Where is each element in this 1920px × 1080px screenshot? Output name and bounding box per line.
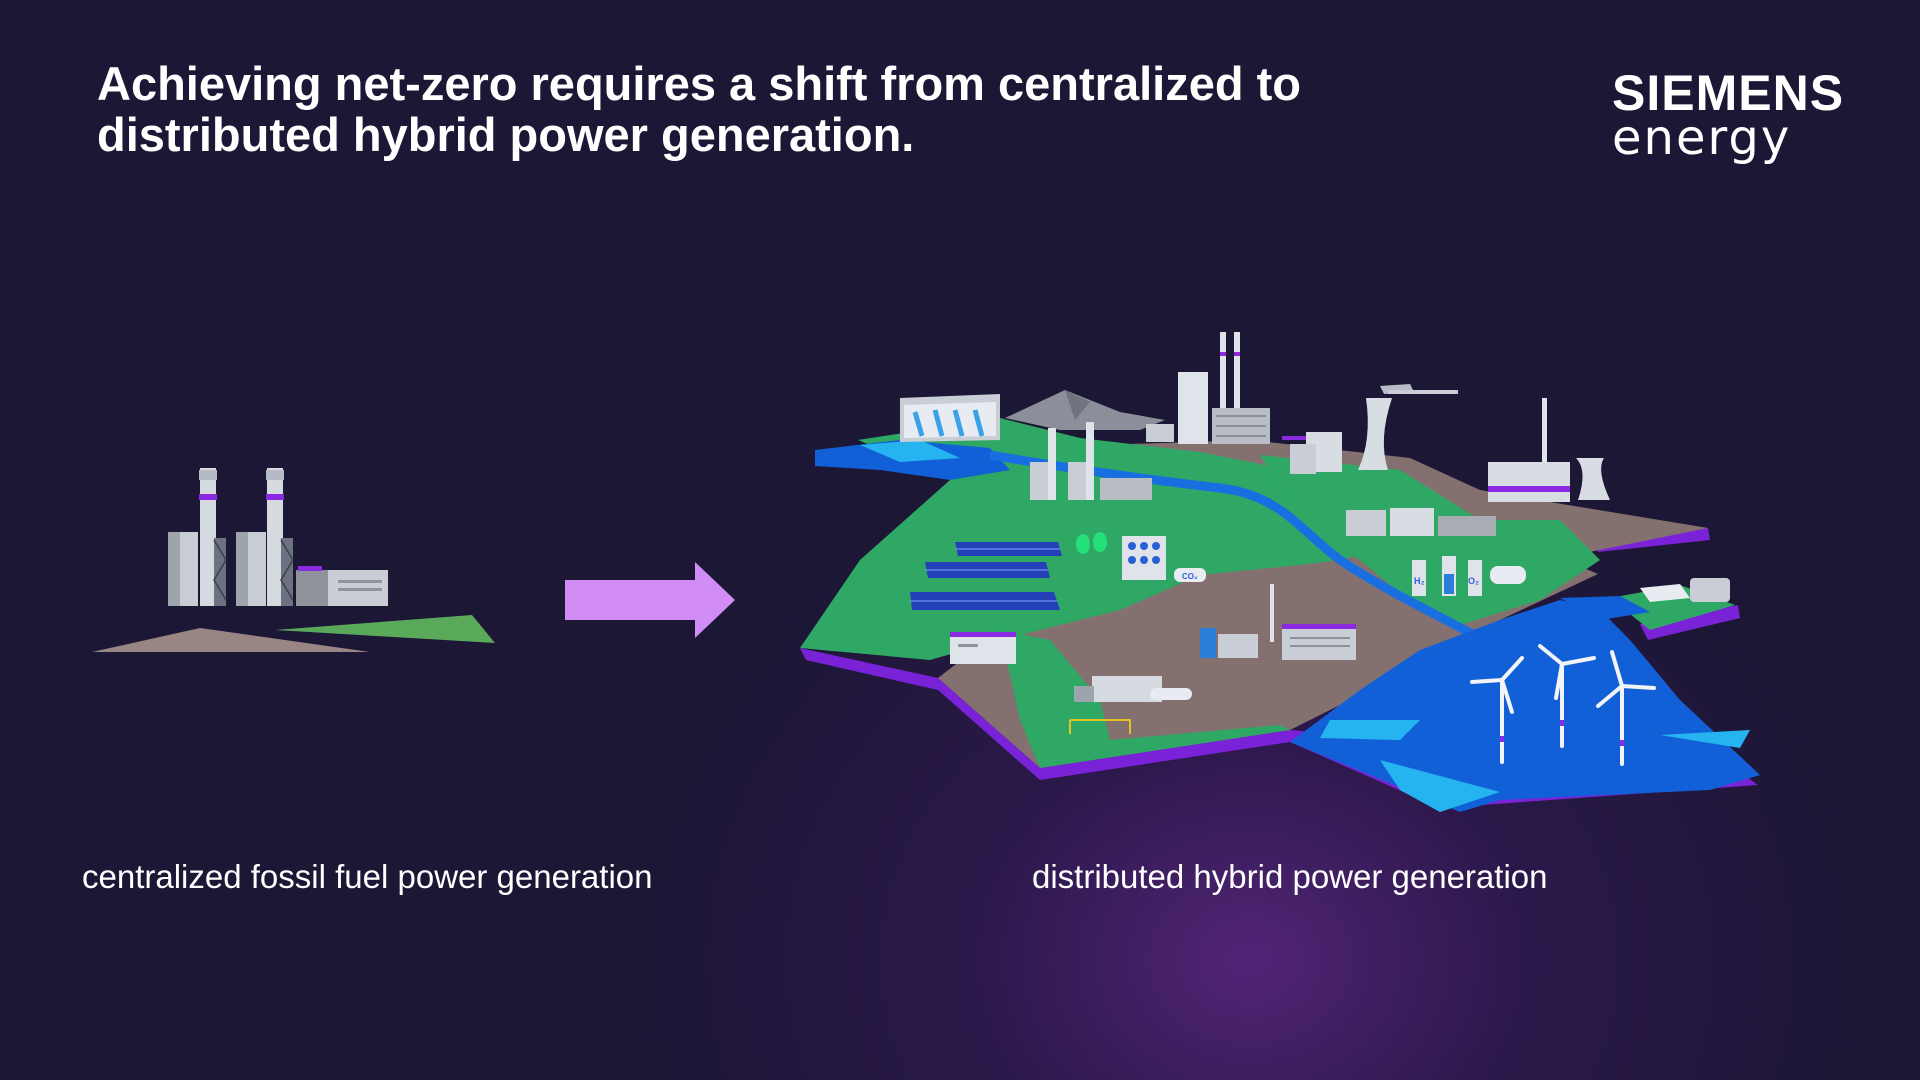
o2-label: O₂ <box>1468 576 1479 586</box>
nuclear-plant <box>1282 384 1458 474</box>
map-edge-right <box>1640 605 1740 640</box>
h2-label: H₂ <box>1414 576 1425 586</box>
biogas-tanks <box>1346 508 1496 536</box>
sea <box>1290 600 1760 812</box>
factory-center <box>1200 584 1356 660</box>
tree <box>1076 534 1090 554</box>
grass-ground <box>275 615 495 643</box>
co2-label: CO₂ <box>1182 572 1198 581</box>
grass-strip-south <box>1000 630 1290 768</box>
water-treatment <box>1640 578 1730 602</box>
caption-centralized: centralized fossil fuel power generation <box>82 858 653 895</box>
hydro-dam <box>900 394 1000 442</box>
caption-distributed: distributed hybrid power generation <box>1032 858 1548 895</box>
gas-turbine-unit <box>1069 676 1192 734</box>
wind-turbine <box>1538 644 1596 748</box>
pond-right <box>1560 596 1650 620</box>
plant-building <box>296 566 388 606</box>
battery-storage <box>950 632 1016 664</box>
river <box>989 450 1523 664</box>
logo-energy-text: energy <box>1612 110 1792 166</box>
solar-farm <box>910 542 1062 610</box>
transition-arrow <box>565 562 735 638</box>
siemens-energy-logo: SIEMENS energy <box>1612 65 1847 166</box>
electrolyzer <box>1412 556 1526 596</box>
logo-siemens-text: SIEMENS <box>1612 65 1845 121</box>
page-title: Achieving net-zero requires a shift from… <box>97 57 1301 161</box>
gas-plant <box>1030 422 1152 500</box>
chimney-left <box>199 468 227 606</box>
wind-turbine <box>1596 650 1656 766</box>
industrial-plant-right <box>1488 398 1610 502</box>
wind-turbine <box>1470 656 1524 764</box>
chimney-right <box>266 468 294 606</box>
soil-ground <box>92 628 370 652</box>
coal-plant <box>1146 332 1270 444</box>
carbon-capture-unit <box>1122 536 1206 582</box>
mountain <box>1005 390 1165 430</box>
